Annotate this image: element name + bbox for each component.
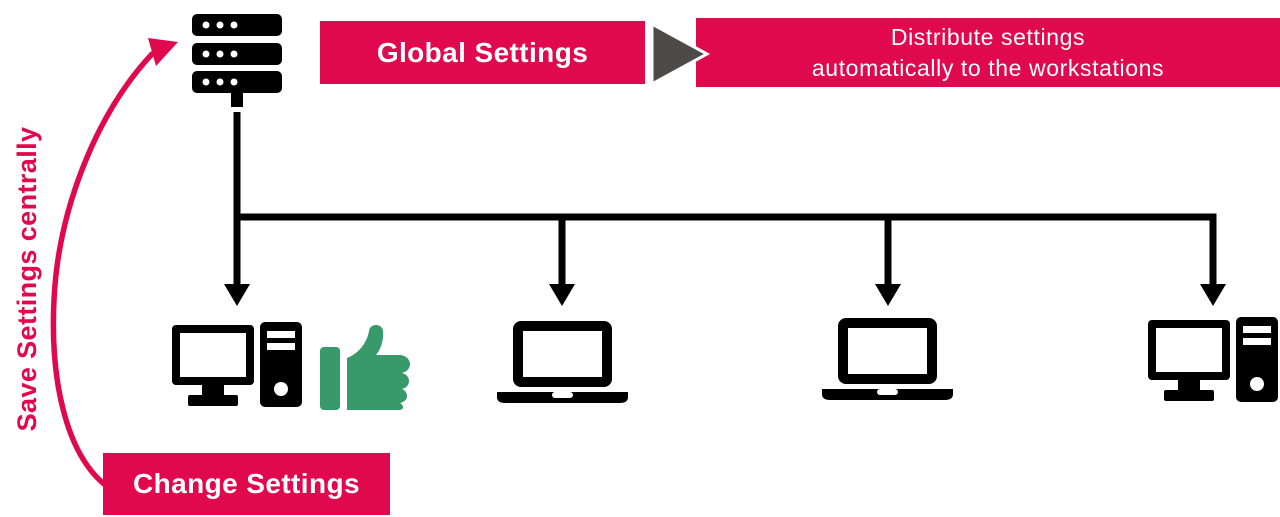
curved-arrow-icon <box>50 38 178 487</box>
down-arrow-icon <box>549 284 575 306</box>
desktop-computer-icon <box>1148 317 1278 402</box>
distribute-settings-line2: automatically to the workstations <box>811 54 1165 81</box>
change-settings-label: Change Settings <box>133 468 360 499</box>
down-arrow-icon <box>875 284 901 306</box>
distribute-settings-line1: Distribute settings <box>890 23 1086 50</box>
down-arrow-icon <box>224 284 250 306</box>
flow-arrow-icon <box>650 22 711 86</box>
desktop-computer-icon <box>172 322 302 407</box>
save-settings-centrally-label: Save Settings centrally <box>12 126 42 432</box>
distribute-settings-banner: Distribute settings automatically to the… <box>696 18 1280 87</box>
down-arrow-icon <box>1200 284 1226 306</box>
global-settings-banner: Global Settings <box>320 21 645 84</box>
server-icon <box>192 14 282 107</box>
global-settings-label: Global Settings <box>376 36 589 68</box>
thumbs-up-icon <box>320 325 410 410</box>
network-tree-lines <box>224 112 1226 306</box>
change-settings-banner: Change Settings <box>103 453 390 515</box>
laptop-icon <box>822 318 953 400</box>
laptop-icon <box>497 321 628 403</box>
